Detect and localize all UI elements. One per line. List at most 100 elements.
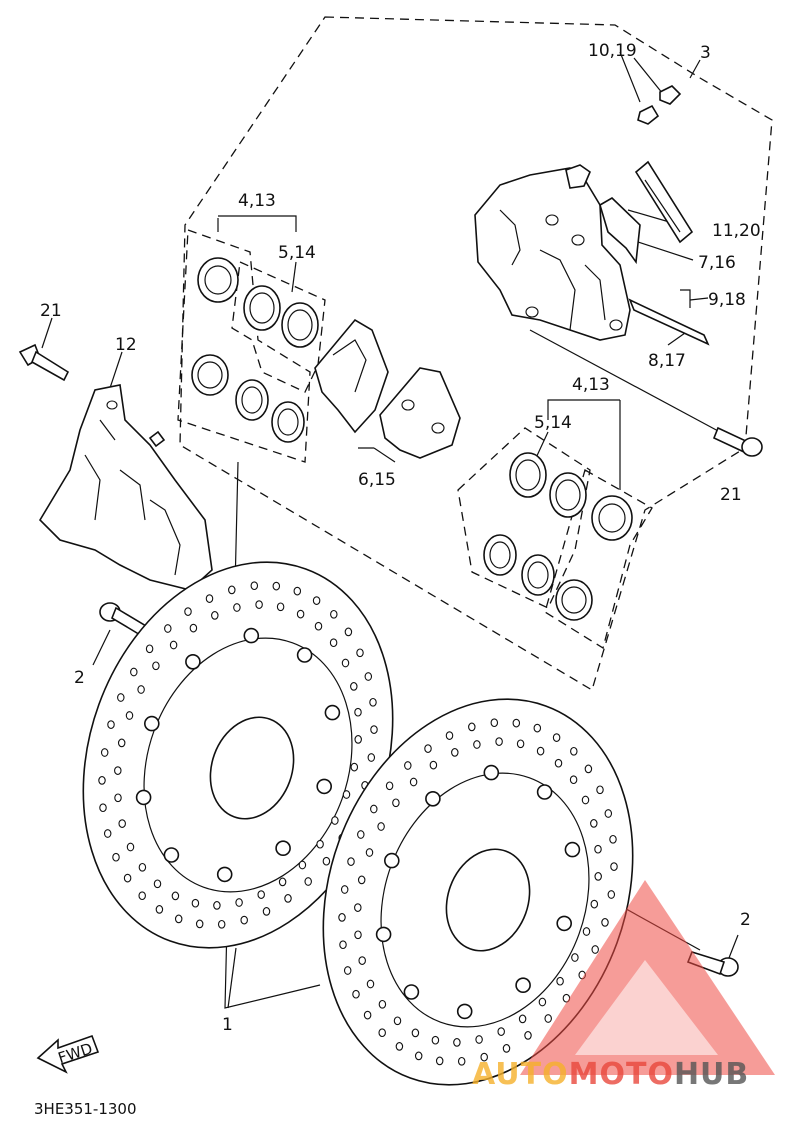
disc-drill-hole [152, 661, 160, 671]
disc-drill-hole [137, 685, 145, 694]
disc-drill-hole [365, 848, 374, 857]
pistons-seals-lower [483, 452, 633, 621]
disc-drill-hole [453, 1038, 461, 1047]
disc-drill-hole [393, 1016, 402, 1026]
disc-drill-hole [99, 803, 107, 813]
disc-drill-hole [169, 640, 178, 650]
disc-drill-hole [569, 775, 578, 785]
label-12: 12 [115, 335, 137, 355]
disc-drill-hole [171, 891, 180, 901]
disc-drill-hole [153, 879, 162, 889]
label-1: 1 [222, 1015, 233, 1035]
brake-pads [314, 318, 461, 459]
disc-drill-hole [409, 777, 418, 787]
disc-drill-hole [298, 860, 307, 870]
disc-drill-hole [594, 872, 602, 881]
disc-drill-hole [480, 1052, 488, 1062]
disc-rivet [483, 764, 500, 781]
disc-rivet [135, 789, 152, 806]
left-caliper [18, 343, 213, 591]
disc-drill-hole [475, 1035, 483, 1044]
disc-drill-hole [145, 644, 154, 654]
disc-drill-hole [544, 1014, 552, 1023]
disc-drill-hole [350, 682, 358, 691]
disc-drill-hole [342, 790, 351, 799]
disc-drill-hole [610, 862, 618, 871]
disc-drill-hole [607, 890, 616, 899]
disc-drill-hole [350, 762, 359, 772]
assembly-group-outline [179, 16, 773, 691]
disc-drill-hole [138, 891, 146, 901]
disc-drill-hole [344, 627, 353, 637]
disc-rivet [296, 647, 313, 663]
disc-drill-hole [322, 856, 331, 866]
disc-drill-hole [213, 901, 221, 910]
disc-drill-hole [370, 725, 378, 734]
disc-drill-hole [340, 885, 349, 894]
disc-drill-hole [228, 585, 236, 595]
disc-drill-hole [377, 822, 385, 831]
disc-drill-hole [468, 722, 476, 732]
label-3: 3 [700, 43, 711, 63]
disc-drill-hole [191, 898, 200, 908]
label-6-15: 6,15 [358, 470, 396, 490]
caliper-bolts [712, 426, 763, 457]
disc-drill-hole [554, 758, 563, 768]
disc-drill-hole [366, 979, 375, 989]
label-10-19: 10,19 [588, 41, 637, 61]
disc-drill-hole [126, 842, 135, 852]
disc-rivet [185, 653, 201, 670]
disc-drill-hole [114, 793, 122, 803]
disc-drill-hole [189, 623, 198, 633]
disc-drill-hole [584, 764, 593, 774]
disc-rivet [556, 915, 573, 932]
disc-rivet [383, 852, 400, 869]
disc-drill-hole [347, 857, 355, 866]
piston-group-box-lower [544, 469, 653, 650]
disc-drill-hole [339, 940, 347, 950]
disc-drill-hole [276, 602, 285, 612]
disc-drill-hole [343, 966, 352, 975]
disc-drill-hole [516, 739, 525, 749]
disc-rivet [536, 784, 553, 800]
disc-drill-hole [378, 1028, 386, 1038]
disc-drill-hole [211, 611, 219, 620]
label-2-left: 2 [74, 668, 85, 688]
disc-drill-hole [314, 621, 323, 631]
watermark-text: AUTOMOTOHUB [472, 1057, 749, 1092]
disc-drill-hole [329, 638, 338, 648]
disc-rivet [163, 847, 180, 863]
label-4-13-upper: 4,13 [238, 191, 276, 211]
label-21-right: 21 [720, 485, 742, 505]
disc-drill-hole [369, 697, 377, 707]
disc-rivet [144, 715, 160, 732]
disc-drill-hole [370, 804, 378, 814]
disc-drill-hole [594, 844, 602, 854]
disc-drill-hole [184, 607, 192, 616]
disc-rivet [375, 926, 392, 943]
disc-drill-hole [217, 919, 226, 929]
disc-drill-hole [107, 720, 115, 729]
disc-drill-hole [395, 1042, 404, 1051]
disc-rivet [216, 866, 233, 883]
disc-drill-hole [130, 667, 138, 677]
disc-drill-hole [363, 1010, 372, 1020]
disc-drill-hole [114, 766, 122, 775]
disc-drill-hole [601, 918, 609, 927]
disc-drill-hole [424, 744, 432, 753]
disc-drill-hole [357, 830, 365, 839]
disc-drill-hole [457, 1056, 466, 1066]
disc-drill-hole [118, 819, 126, 828]
label-9-18: 9,18 [708, 290, 746, 310]
label-21-left: 21 [40, 301, 62, 321]
disc-drill-hole [312, 596, 321, 605]
disc-drill-hole [316, 839, 324, 849]
disc-drill-hole [255, 600, 263, 609]
disc-drill-hole [552, 733, 561, 742]
brake-disc-left [82, 561, 394, 949]
disc-drill-hole [609, 834, 617, 844]
disc-drill-hole [240, 915, 248, 925]
watermark-moto: MOTO [569, 1057, 674, 1092]
disc-rivet [403, 984, 420, 1000]
